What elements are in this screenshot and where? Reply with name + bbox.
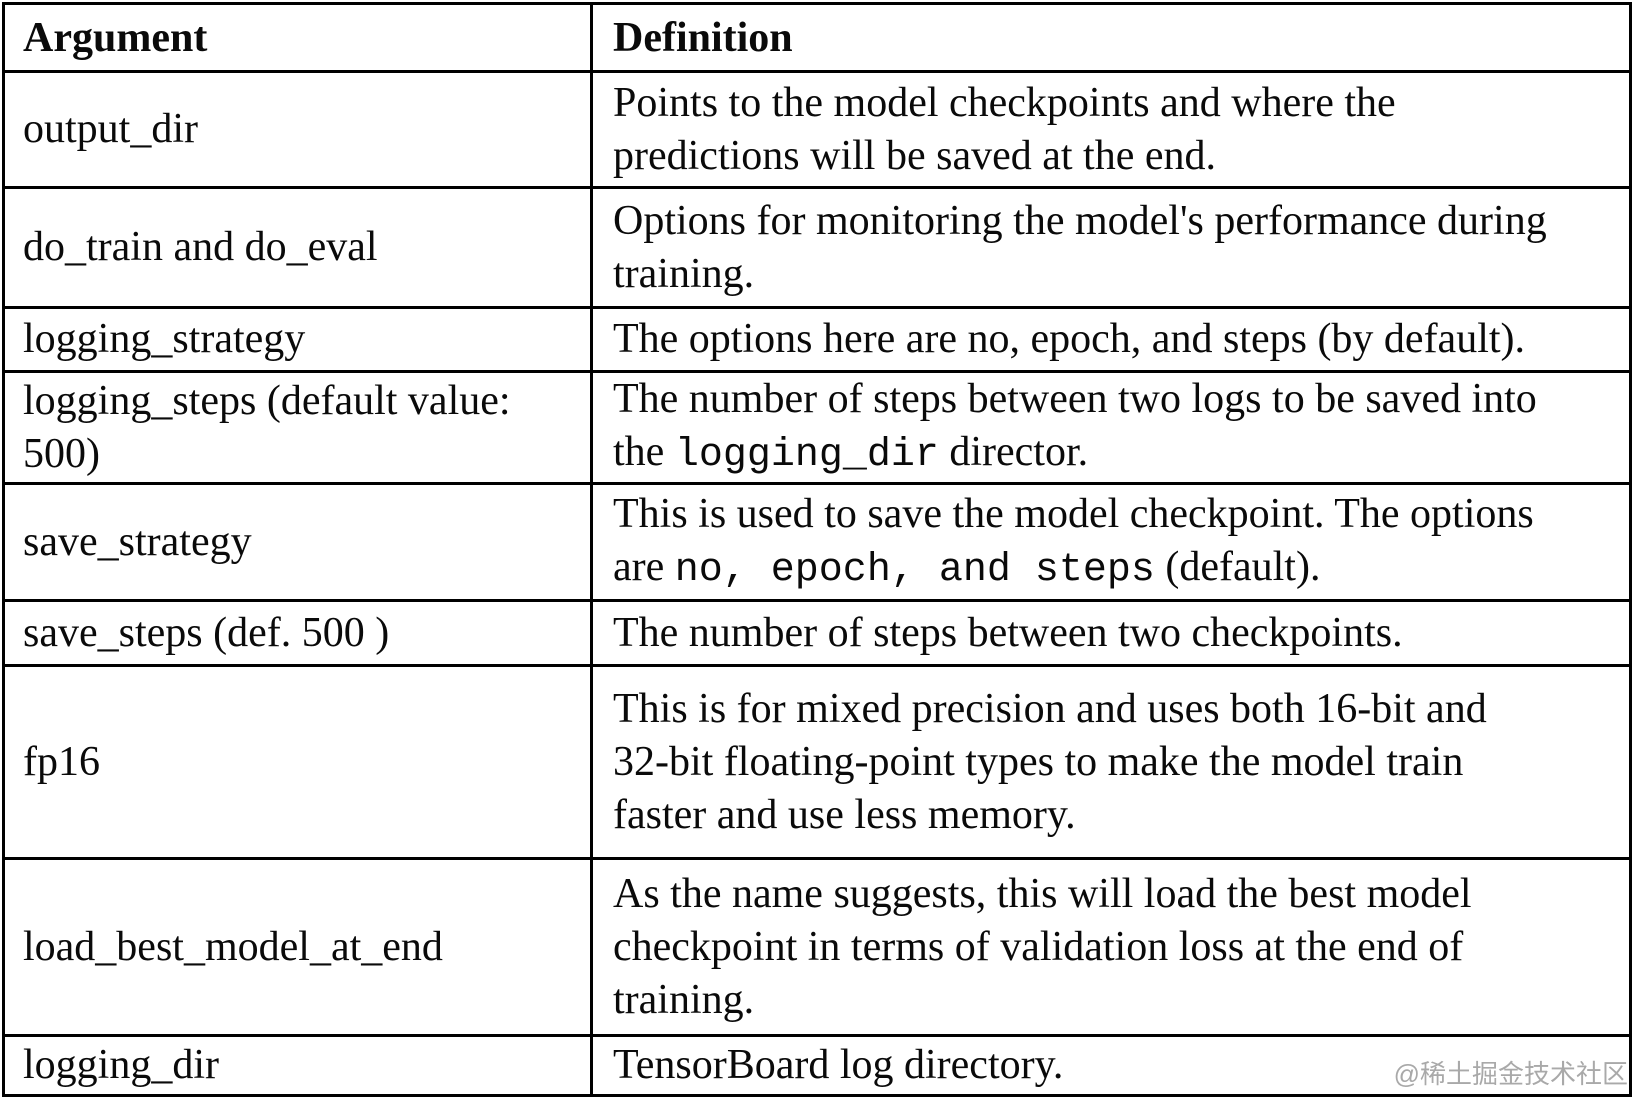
definition-text: The number of steps between two logs to … (613, 376, 1537, 475)
table-row: logging_strategy The options here are no… (2, 306, 1632, 373)
definition-text: The number of steps between two checkpoi… (613, 609, 1403, 656)
argument-cell: save_steps (def. 500 ) (2, 599, 593, 667)
inline-code-text: no, epoch, and steps (674, 547, 1155, 593)
argument-cell: fp16 (2, 664, 593, 860)
definition-cell: TensorBoard log directory. (590, 1034, 1632, 1097)
definition-text: Points to the model checkpoints and wher… (613, 79, 1396, 179)
table-body: output_dir Points to the model checkpoin… (2, 70, 1632, 1097)
definition-text: The options here are no, epoch, and step… (613, 316, 1526, 362)
table-row: logging_steps (default value: 500) The n… (2, 370, 1632, 485)
definition-cell: As the name suggests, this will load the… (590, 857, 1632, 1037)
table-row: output_dir Points to the model checkpoin… (2, 70, 1632, 189)
definition-text: This is for mixed precision and uses bot… (613, 685, 1487, 838)
table-header-row: Argument Definition (2, 2, 1632, 73)
definition-text: director. (938, 429, 1089, 475)
argument-cell: save_strategy (2, 482, 593, 602)
argument-cell: load_best_model_at_end (2, 857, 593, 1037)
table-row: save_strategy This is used to save the m… (2, 482, 1632, 602)
definition-cell: The number of steps between two checkpoi… (590, 599, 1632, 667)
table-row: logging_dir TensorBoard log directory. (2, 1034, 1632, 1097)
table-row: save_steps (def. 500 ) The number of ste… (2, 599, 1632, 667)
table-row: load_best_model_at_end As the name sugge… (2, 857, 1632, 1037)
argument-cell: output_dir (2, 70, 593, 189)
definition-text: This is used to save the model checkpoin… (613, 490, 1534, 590)
table-row: do_train and do_eval Options for monitor… (2, 186, 1632, 309)
table-row: fp16 This is for mixed precision and use… (2, 664, 1632, 860)
inline-code-text: logging_dir (674, 433, 939, 478)
argument-cell: do_train and do_eval (2, 186, 593, 309)
definition-cell: The number of steps between two logs to … (590, 370, 1632, 485)
definition-cell: This is used to save the model checkpoin… (590, 482, 1632, 602)
argument-cell: logging_steps (default value: 500) (2, 370, 593, 485)
argument-cell: logging_dir (2, 1034, 593, 1097)
definition-text: Options for monitoring the model's perfo… (613, 197, 1547, 297)
definition-cell: The options here are no, epoch, and step… (590, 306, 1632, 373)
definition-text: As the name suggests, this will load the… (613, 870, 1472, 1023)
definition-cell: Points to the model checkpoints and wher… (590, 70, 1632, 189)
definition-cell: Options for monitoring the model's perfo… (590, 186, 1632, 309)
column-header-argument: Argument (2, 2, 593, 73)
argument-cell: logging_strategy (2, 306, 593, 373)
definition-text: (default). (1154, 543, 1321, 590)
column-header-definition: Definition (590, 2, 1632, 73)
definition-cell: This is for mixed precision and uses bot… (590, 664, 1632, 860)
definition-text: TensorBoard log directory. (613, 1042, 1064, 1088)
watermark: @稀土掘金技术社区 (1393, 1059, 1628, 1089)
